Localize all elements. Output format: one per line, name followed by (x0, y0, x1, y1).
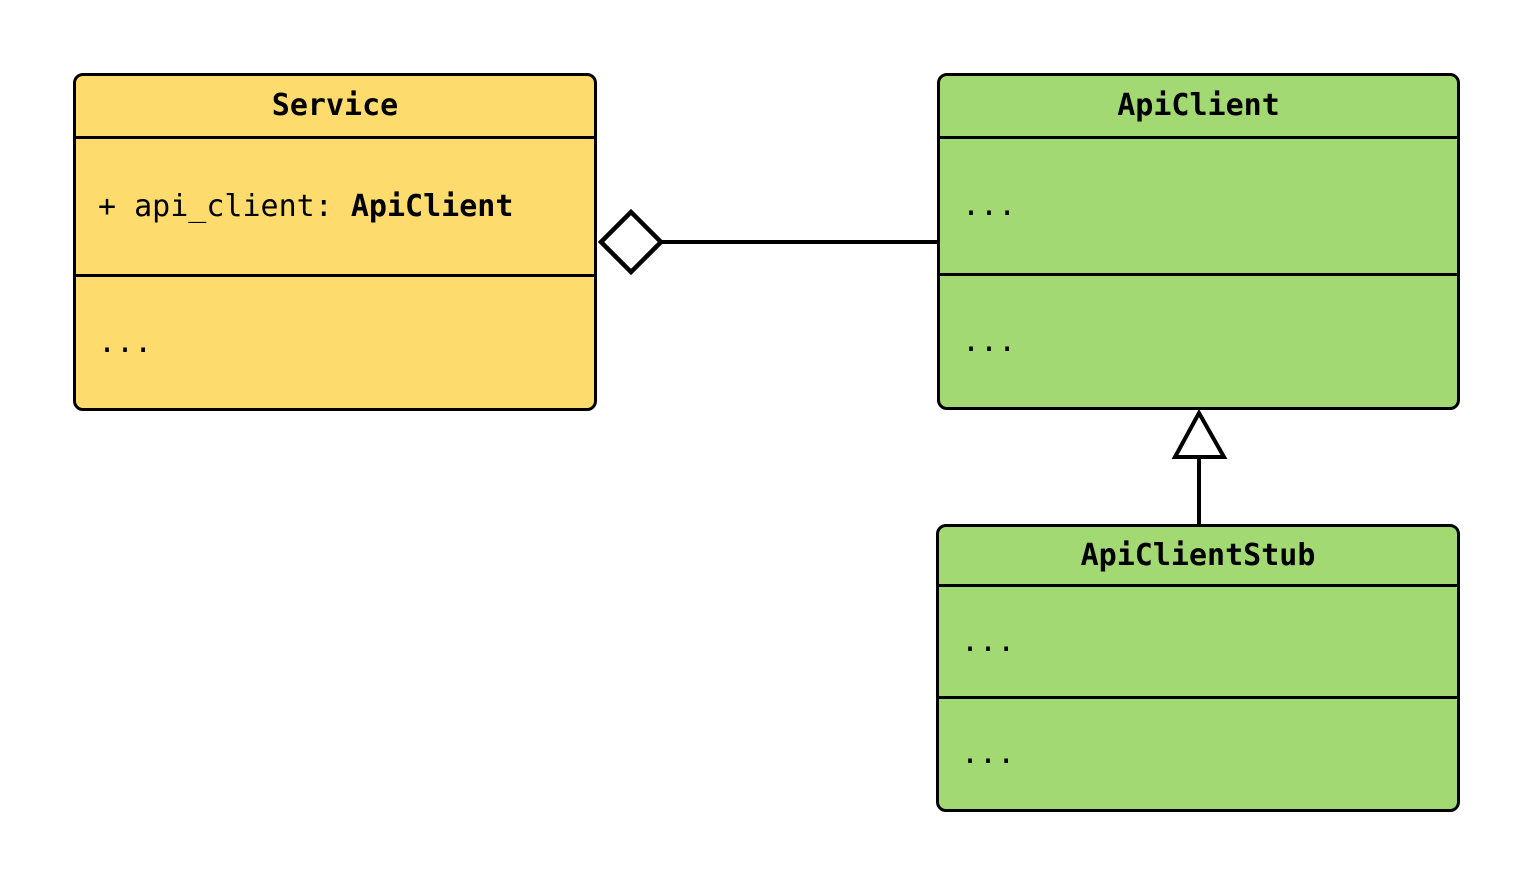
methods-placeholder: ... (98, 324, 153, 360)
class-methods-service: ... (76, 277, 594, 408)
attribute-api-client-type: ApiClient (350, 188, 514, 224)
class-attributes-service: + api_client: ApiClient (76, 139, 594, 277)
attributes-placeholder: ... (962, 188, 1017, 223)
methods-placeholder: ... (961, 736, 1016, 771)
class-methods-api-client: ... (940, 276, 1457, 407)
inheritance-triangle (1171, 408, 1228, 459)
class-attributes-api-client-stub: ... (939, 587, 1457, 699)
class-box-api-client: ApiClient ... ... (937, 73, 1460, 410)
class-title-service: Service (76, 76, 594, 139)
class-title-api-client-stub: ApiClientStub (939, 527, 1457, 587)
attributes-placeholder: ... (961, 623, 1016, 659)
attribute-api-client: + api_client: ApiClient (98, 189, 513, 225)
class-title-api-client: ApiClient (940, 76, 1457, 139)
attribute-api-client-prefix: + api_client: (98, 188, 351, 224)
aggregation-diamond (597, 208, 665, 276)
class-attributes-api-client: ... (940, 139, 1457, 276)
class-methods-api-client-stub: ... (939, 699, 1457, 809)
methods-placeholder: ... (962, 323, 1017, 359)
class-box-service: Service + api_client: ApiClient ... (73, 73, 597, 411)
class-box-api-client-stub: ApiClientStub ... ... (936, 524, 1460, 812)
